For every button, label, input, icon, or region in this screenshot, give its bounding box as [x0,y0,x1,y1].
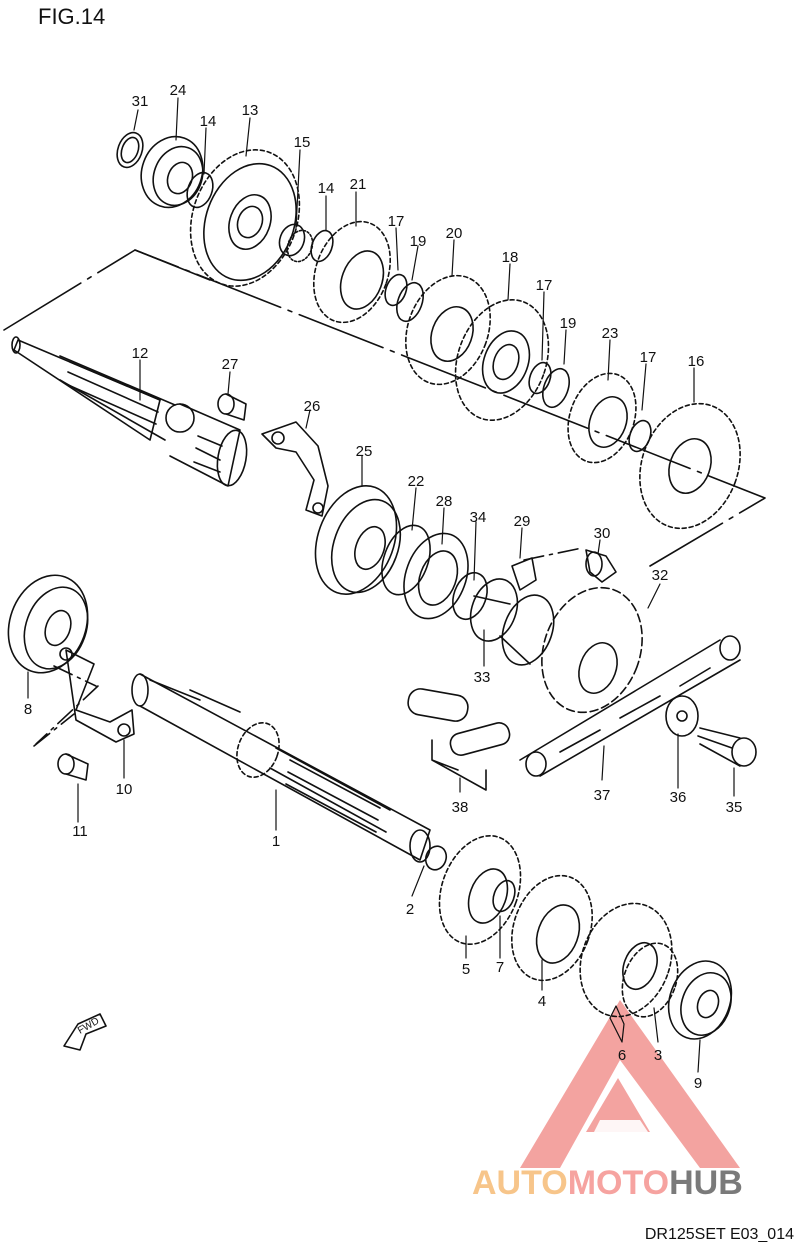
callout-label: 24 [170,82,187,99]
callout-label: 12 [132,345,149,362]
callout-label: 29 [514,513,531,530]
bearing [667,960,733,1040]
bearing [7,574,89,674]
bolt [217,393,247,421]
sprocket-plate [511,557,537,591]
callout-label: 16 [688,353,705,370]
gear [639,402,741,530]
washer [542,367,570,409]
callout-label: 37 [594,787,611,804]
callout-label: 26 [304,398,321,415]
gear [438,834,522,946]
callout-label: 20 [446,225,463,242]
bearing-retainer [261,421,329,517]
bolt [57,753,89,781]
callout-label: 10 [116,781,133,798]
callout-label: 14 [318,180,335,197]
circlip [492,879,516,913]
callout-label: 9 [694,1075,702,1092]
figure-reference-code: DR125SET E03_014 [644,1226,794,1243]
callout-label: 17 [388,213,405,230]
callout-label: 35 [726,799,743,816]
callout-labels: 31 24 14 13 15 14 21 17 19 20 18 17 19 2… [24,82,743,1092]
spacer [469,578,555,666]
callout-label: 8 [24,701,32,718]
callout-label: 13 [242,102,259,119]
bolt [697,727,757,767]
callout-label: 34 [470,509,487,526]
bearing [140,135,204,209]
callout-label: 33 [474,669,491,686]
circlip [528,361,552,395]
callout-label: 5 [462,961,470,978]
callout-label: 28 [436,493,453,510]
callout-label: 32 [652,567,669,584]
callout-label: 14 [200,113,217,130]
oil-seal [403,532,469,620]
o-ring [452,571,488,621]
callout-label: 17 [536,277,553,294]
forward-arrow-icon: FWD [63,1013,107,1051]
callout-label: 11 [72,823,88,840]
gear [454,299,550,421]
circlip [116,131,144,169]
gear [579,902,679,1018]
callout-label: 15 [294,134,311,151]
callout-label: 6 [618,1047,626,1064]
callout-label: 25 [356,443,373,460]
callout-label: 2 [406,901,414,918]
gear [405,274,491,386]
circlip [384,273,408,307]
bearing-retainer [65,649,135,743]
leader-lines [27,97,735,1073]
callout-label: 22 [408,473,425,490]
callout-label: 1 [272,833,280,850]
watermark-text: AUTOMOTOHUB [472,1164,743,1203]
main-shaft [131,673,431,863]
circlip [628,419,652,453]
callout-label: 18 [502,249,519,266]
gear [510,874,594,982]
bearing [314,484,402,596]
callout-label: 38 [452,799,469,816]
callout-label: 23 [602,325,619,342]
callout-label: 7 [496,959,504,976]
washer [310,229,334,263]
washer [396,281,424,323]
sprocket [541,586,643,714]
bolt [585,549,617,583]
figure-title: FIG.14 [38,4,106,29]
gear [312,220,392,324]
callout-label: 3 [654,1047,662,1064]
watermark-part: MOTO [567,1164,670,1202]
callout-label: 31 [132,93,149,110]
chain-joint [407,688,511,791]
bushing [424,845,448,871]
callout-label: 21 [350,176,367,193]
callout-label: 27 [222,356,239,373]
callout-label: 19 [410,233,427,250]
drive-chain [519,635,741,777]
callout-label: 36 [670,789,687,806]
callout-label: 17 [640,349,657,366]
assembly-boundary [3,249,766,567]
watermark-logo [520,1000,740,1168]
watermark-part: AUTO [472,1164,568,1202]
gear [189,149,301,287]
countershaft [11,336,248,487]
watermark-part: HUB [669,1164,743,1202]
washer [665,695,699,737]
callout-label: 30 [594,525,611,542]
callout-label: 19 [560,315,577,332]
oil-seal [381,524,431,596]
callout-label: 4 [538,993,546,1010]
